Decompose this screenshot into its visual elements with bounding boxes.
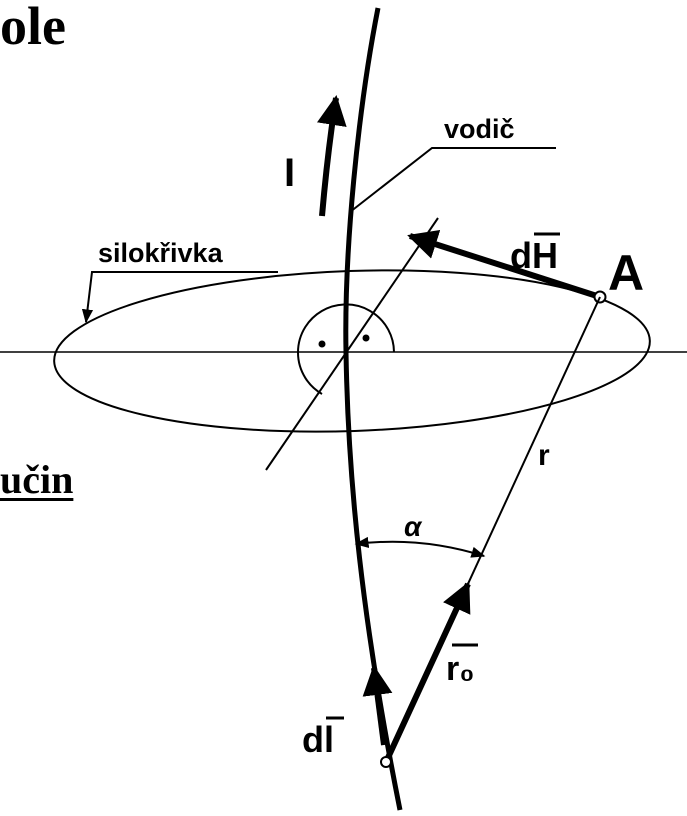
point-a-label: A (608, 245, 644, 301)
dh-parallel-line (265, 217, 439, 471)
right-angle-dot-left (318, 340, 326, 348)
heading-fragment-bottom: učin (0, 457, 74, 502)
radius-label: r (538, 439, 550, 472)
dh-label: dH (510, 235, 558, 276)
dl-origin-point (380, 756, 392, 768)
r0-arrow (383, 581, 471, 764)
alpha-angle-arc (354, 536, 486, 558)
dh-arrow (407, 229, 601, 300)
alpha-label: α (404, 511, 423, 542)
field-line-label: silokřivka (98, 238, 224, 268)
conductor-wire (343, 7, 403, 811)
r0-label: r₀ (446, 650, 475, 688)
dl-label: dl (302, 719, 334, 760)
dl-arrow (362, 665, 393, 746)
right-angle-arc (297, 303, 395, 395)
conductor-leader-line (349, 147, 556, 213)
conductor-label: vodič (444, 114, 515, 144)
current-arrow (317, 95, 347, 217)
field-line-leader-line (81, 271, 278, 324)
current-label: I (284, 151, 295, 195)
heading-fragment-top: ole (0, 0, 66, 56)
right-angle-dot-right (362, 334, 370, 342)
